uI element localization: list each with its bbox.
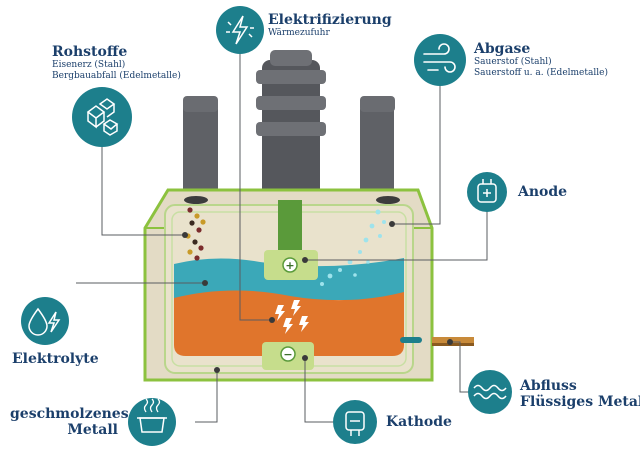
- exhaust-pipes: [183, 50, 395, 200]
- wind-icon: [414, 34, 466, 86]
- elektrifizierung-title: Elektrifizierung: [268, 12, 392, 28]
- ice-cubes-icon: [72, 87, 132, 147]
- rohstoffe-title: Rohstoffe: [52, 44, 128, 60]
- abfluss-label: Abfluss Flüssiges Metall: [520, 378, 640, 410]
- kathode-title: Kathode: [386, 414, 452, 430]
- cathode-minus-sign: −: [283, 348, 292, 361]
- lightning-icon: [216, 6, 264, 54]
- abgase-title: Abgase: [474, 41, 531, 57]
- raw-material-particles: [185, 207, 206, 261]
- rohstoffe-line-1: Eisenerz (Stahl): [52, 60, 126, 70]
- elektrifizierung-label: Elektrifizierung Wärmezufuhr: [268, 12, 392, 39]
- elektrifizierung-subtitle: Wärmezufuhr: [268, 28, 330, 38]
- abfluss-line-1: Abfluss: [520, 378, 577, 394]
- rohstoffe-line-2: Bergbauabfall (Edelmetalle): [52, 71, 181, 81]
- outflow-pipe: [400, 337, 474, 346]
- anode-plus-sign: +: [285, 259, 294, 272]
- gas-bubbles: [320, 209, 386, 286]
- pot-steam-icon: [128, 398, 176, 446]
- abfluss-line-2: Flüssiges Metall: [520, 394, 640, 410]
- battery-minus-icon: [333, 400, 377, 444]
- heat-bolts: [275, 300, 309, 334]
- connector-lines: [76, 50, 488, 423]
- cathode-electrode: [262, 342, 314, 370]
- anode-title: Anode: [518, 184, 568, 200]
- connector-dots: [182, 221, 453, 373]
- abgase-line-1: Sauerstof (Stahl): [474, 57, 552, 67]
- elektrolyte-title: Elektrolyte: [12, 351, 99, 367]
- geschmolzenes-line-2: Metall: [67, 422, 118, 438]
- metal-wave-icon: [468, 370, 512, 414]
- battery-plus-icon: [467, 172, 507, 212]
- rohstoffe-label: Rohstoffe Eisenerz (Stahl) Bergbauabfall…: [52, 44, 181, 82]
- water-drop-bolt-icon: [21, 297, 69, 345]
- abgase-line-2: Sauerstoff u. a. (Edelmetalle): [474, 68, 608, 78]
- geschmolzenes-line-1: geschmolzenes: [10, 406, 129, 422]
- geschmolzenes-metall-label: geschmolzenes Metall: [10, 406, 129, 438]
- abgase-label: Abgase Sauerstof (Stahl) Sauerstoff u. a…: [474, 41, 608, 79]
